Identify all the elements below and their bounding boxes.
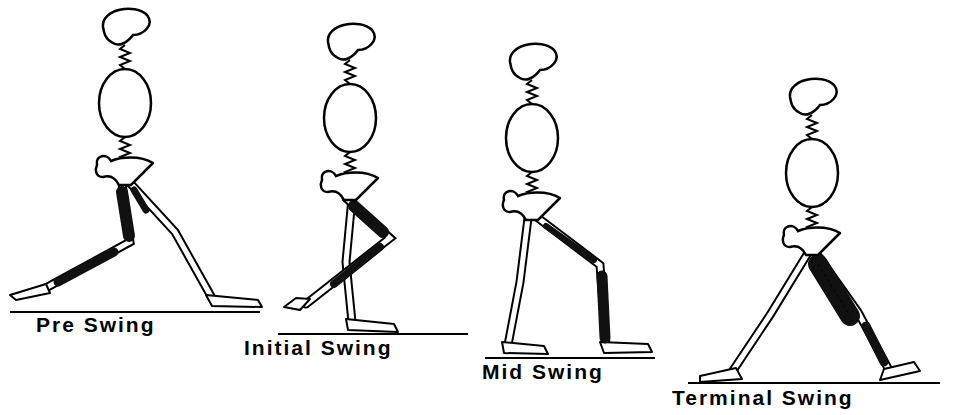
skeleton-part	[96, 9, 153, 185]
ground-line	[688, 382, 940, 384]
foot-bone	[502, 342, 548, 354]
skeleton-part	[321, 24, 378, 200]
phase-label: Mid Swing	[482, 360, 604, 384]
leg-bone	[508, 218, 528, 345]
leg-bone	[42, 183, 130, 290]
muscle-shape	[818, 264, 850, 316]
muscle-shape	[866, 326, 884, 362]
leg-bone	[130, 183, 212, 298]
leg-bone	[508, 218, 528, 345]
foot-bone	[346, 319, 398, 332]
leg-bone	[346, 198, 352, 322]
pre-swing-figure	[10, 9, 262, 312]
skeleton-part	[783, 79, 840, 255]
leg-bone	[306, 198, 390, 304]
phase-label: Pre Swing	[36, 313, 156, 337]
leg-bone	[42, 183, 130, 290]
leg-bone	[732, 253, 808, 372]
leg-bone	[816, 253, 890, 372]
initial-swing-figure	[278, 24, 468, 334]
phase-label: Initial Swing	[244, 336, 393, 360]
leg-bone	[732, 253, 808, 372]
leg-bone	[130, 183, 212, 298]
ground-line	[485, 357, 655, 359]
leg-bone	[816, 253, 890, 372]
foot-bone	[206, 295, 262, 307]
skeleton-part	[818, 264, 850, 316]
leg-bone	[538, 218, 606, 345]
foot-bone	[10, 284, 50, 300]
leg-bone	[538, 218, 606, 345]
ground-line	[278, 333, 468, 335]
muscle-shape	[334, 247, 380, 284]
skeleton-part	[503, 44, 560, 220]
muscle-shape	[354, 206, 383, 232]
terminal-swing-figure	[688, 79, 940, 383]
muscle-shape	[122, 192, 129, 236]
muscle-shape	[134, 190, 146, 210]
leg-bone	[306, 198, 390, 304]
muscle-shape	[58, 252, 114, 282]
foot-bone	[284, 298, 310, 310]
ground-line	[10, 311, 260, 313]
phase-label: Terminal Swing	[672, 386, 854, 410]
leg-bone	[346, 198, 352, 322]
muscle-shape	[546, 226, 594, 260]
mid-swing-figure	[485, 44, 655, 358]
foot-bone	[600, 342, 652, 353]
foot-bone	[700, 368, 742, 382]
muscle-shape	[602, 276, 605, 338]
